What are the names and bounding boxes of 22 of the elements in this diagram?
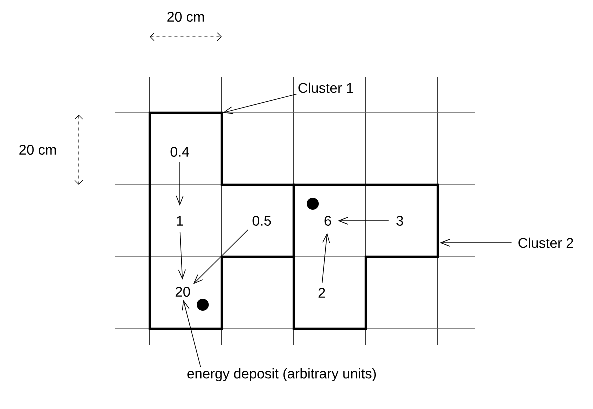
leader-line <box>223 94 298 114</box>
arrow <box>322 233 330 284</box>
arrow <box>178 232 186 280</box>
leader-line <box>182 300 202 368</box>
energy-value: 3 <box>396 216 404 226</box>
caption-text: energy deposit (arbitrary units) <box>188 368 376 382</box>
arrow <box>176 162 184 206</box>
dimension-label: 20 cm <box>20 145 56 155</box>
cluster-label: Cluster 1 <box>298 82 354 94</box>
energy-value: 0.4 <box>170 147 190 157</box>
cluster-label: Cluster 2 <box>518 238 574 248</box>
energy-value: 1 <box>177 216 184 226</box>
dimension-label: 20 cm <box>168 12 204 22</box>
arrow <box>193 230 249 284</box>
cluster-outline <box>292 184 440 330</box>
arrow <box>338 217 390 225</box>
energy-value: 0.5 <box>252 216 272 226</box>
energy-value: 2 <box>318 288 326 298</box>
energy-value: 6 <box>324 216 332 226</box>
energy-value: 20 <box>176 287 190 297</box>
cluster-outline <box>148 112 296 330</box>
leader-line <box>440 239 512 247</box>
